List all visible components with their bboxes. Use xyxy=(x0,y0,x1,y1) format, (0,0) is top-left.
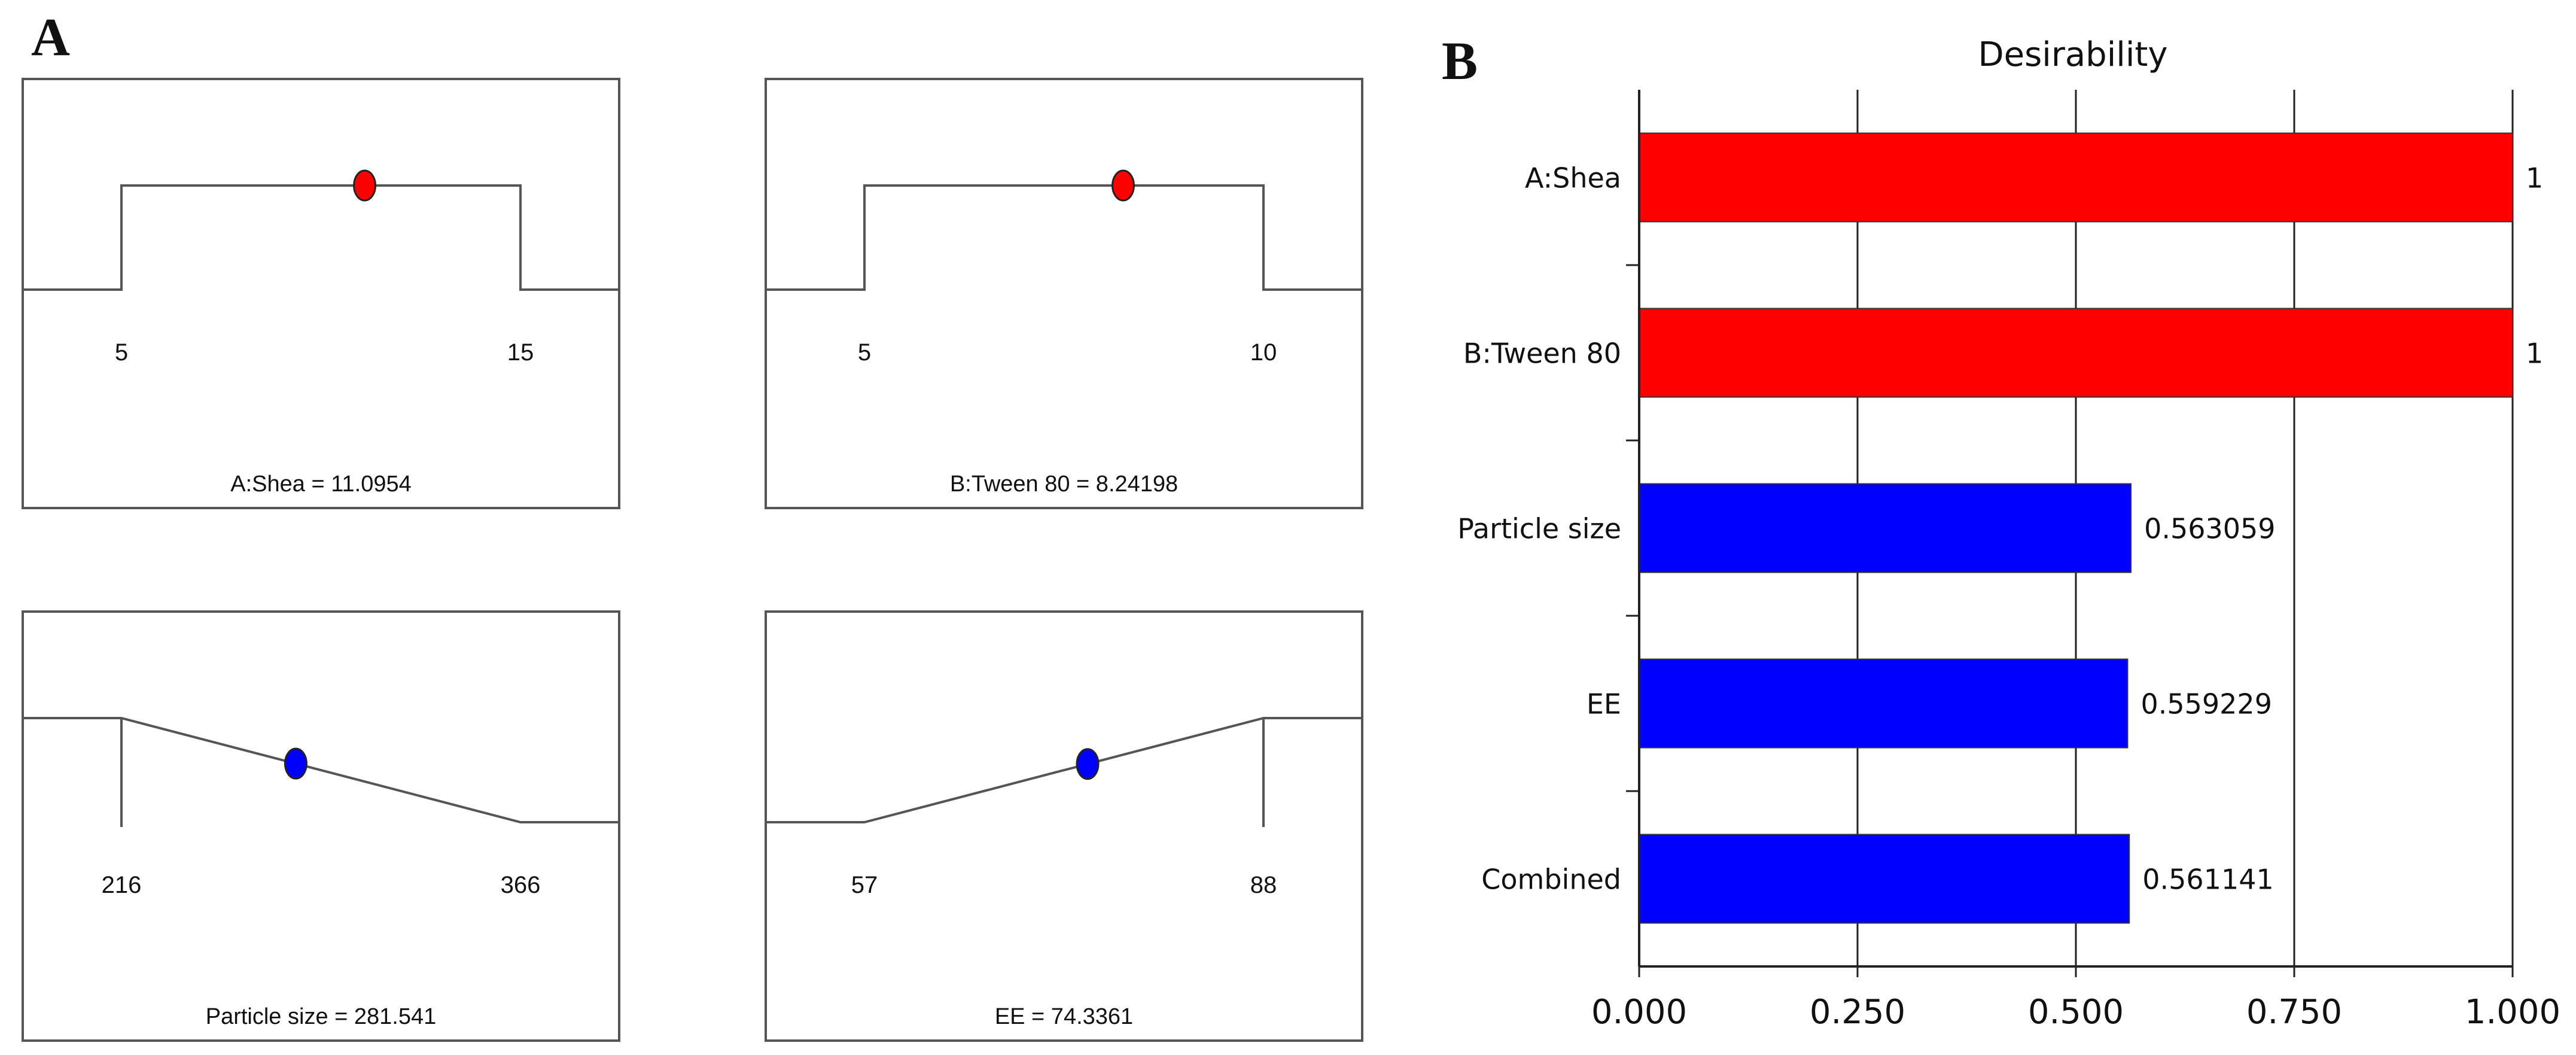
category-label: Combined xyxy=(1481,864,1621,896)
category-label: A:Shea xyxy=(1525,162,1621,194)
ramp-frame xyxy=(22,78,620,509)
x-tick-label: 0.500 xyxy=(2028,993,2124,1032)
bar-value-label: 0.561141 xyxy=(2142,864,2274,896)
ramp-plot-ee: 57 88 EE = 74.3361 xyxy=(765,610,1363,1042)
category-label: EE xyxy=(1587,688,1621,720)
bar-chart-title: Desirability xyxy=(1978,35,2168,74)
bar xyxy=(1639,308,2513,398)
x-tick-label: 0.250 xyxy=(1810,993,1905,1032)
ramp-low-label: 5 xyxy=(115,339,128,366)
panel-label-a: A xyxy=(31,8,70,67)
x-tick-label: 0.750 xyxy=(2246,993,2342,1032)
bar xyxy=(1639,132,2513,223)
bar xyxy=(1639,834,2130,924)
ramp-desirability-line xyxy=(23,717,619,823)
bar xyxy=(1639,658,2129,749)
ramp-caption: EE = 74.3361 xyxy=(995,1004,1133,1029)
ramp-high-label: 15 xyxy=(507,339,534,366)
ramp-high-label: 10 xyxy=(1250,339,1277,366)
ramp-current-point xyxy=(1076,748,1100,780)
ramp-caption: B:Tween 80 = 8.24198 xyxy=(950,472,1178,497)
ramp-low-label: 5 xyxy=(858,339,871,366)
ramp-low-label: 216 xyxy=(102,872,142,898)
ramp-caption: Particle size = 281.541 xyxy=(206,1004,437,1029)
ramp-plot-shea: 5 15A:Shea = 11.0954 xyxy=(22,78,620,509)
ramp-low-label: 57 xyxy=(851,872,878,898)
category-label: Particle size xyxy=(1457,513,1621,545)
ramp-current-point xyxy=(353,169,377,202)
panel-label-b: B xyxy=(1442,32,1478,91)
bar-value-label: 0.563059 xyxy=(2144,513,2276,545)
x-tick-label: 1.000 xyxy=(2465,993,2560,1032)
bar-value-label: 1 xyxy=(2526,162,2543,194)
ramp-plot-tween80: 5 10B:Tween 80 = 8.24198 xyxy=(765,78,1363,509)
desirability-bar-chart: Desirability 110.5630590.5592290.561141 … xyxy=(1457,35,2560,1032)
ramp-frame xyxy=(765,78,1363,509)
ramp-desirability-line xyxy=(766,717,1362,823)
ramp-caption: A:Shea = 11.0954 xyxy=(230,472,412,497)
ramp-current-point xyxy=(1111,169,1135,202)
ramp-frame xyxy=(765,610,1363,1042)
x-tick-label: 0.000 xyxy=(1591,993,1687,1032)
ramp-high-label: 88 xyxy=(1250,872,1277,898)
category-label: B:Tween 80 xyxy=(1463,338,1621,370)
ramp-desirability-line xyxy=(766,184,1362,291)
ramp-desirability-line xyxy=(23,184,619,291)
bar xyxy=(1639,483,2132,573)
bar-value-label: 0.559229 xyxy=(2140,688,2272,720)
bar-chart-bars: 1 1 0.563059 0.559229 0.561141 xyxy=(1639,132,2543,924)
ramp-high-label: 366 xyxy=(501,872,541,898)
ramp-frame xyxy=(22,610,620,1042)
ramp-current-point xyxy=(284,747,307,780)
bar-value-label: 1 xyxy=(2526,338,2543,370)
